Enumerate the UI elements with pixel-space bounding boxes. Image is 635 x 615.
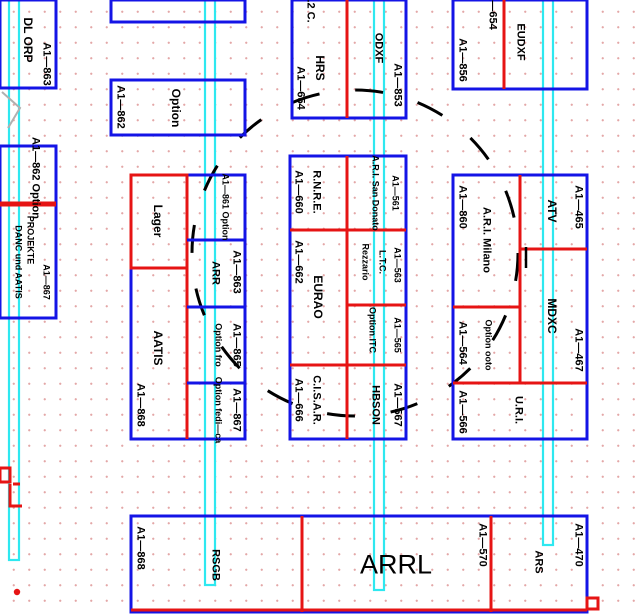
booth-eudxf bbox=[451, 0, 589, 91]
label-projekte: PROJEKTE bbox=[25, 215, 36, 265]
label-rsgb: RSGB bbox=[209, 549, 222, 581]
label-lrc: L.T.C. bbox=[377, 250, 388, 274]
label-a1-467: A1—467 bbox=[572, 328, 585, 372]
label-a1-861-option: A1—861 Option bbox=[220, 173, 231, 241]
label-a1-666: A1—666 bbox=[292, 378, 305, 422]
corridor-a bbox=[203, 0, 217, 587]
label-hbson: HBSON bbox=[369, 385, 382, 425]
label-rezzario: Rezzario bbox=[360, 243, 371, 281]
corridor-left bbox=[7, 0, 21, 562]
label-a1-566: A1—566 bbox=[456, 390, 469, 434]
label-a1-868: A1—868 bbox=[134, 383, 147, 427]
booth-hrs-odxf bbox=[290, 0, 408, 120]
label-a1-567: A1—567 bbox=[391, 383, 404, 427]
label-lager: Lager bbox=[151, 204, 165, 238]
label-option-ooto: Option ooto bbox=[483, 319, 494, 371]
label-a1-863b: A1—863 bbox=[230, 250, 243, 294]
label-hrs-top: ...2 C. bbox=[304, 0, 317, 23]
booth-bottom bbox=[129, 514, 589, 614]
label-option-itc: Option ITC bbox=[367, 307, 378, 353]
label-dl-orp: DL ORP bbox=[21, 17, 35, 63]
label-a1-860: A1—860 bbox=[456, 185, 469, 229]
label-a1-470: A1—470 bbox=[572, 523, 585, 567]
label-aatis: AATIS bbox=[151, 330, 165, 366]
label-odxf: ODXF bbox=[372, 32, 385, 64]
label-arrl: ARRL bbox=[359, 549, 433, 580]
red-marker bbox=[13, 588, 21, 596]
label-ari-milano: A.R.I. Milano bbox=[480, 207, 493, 273]
label-a1-867b: A1—867 bbox=[230, 388, 243, 432]
label-eurao: EURAO bbox=[311, 275, 325, 319]
label-a1-662: A1—662 bbox=[292, 240, 305, 284]
label-eudxf: EUDXF bbox=[514, 23, 527, 61]
label-a1-565: A1—565 bbox=[392, 317, 403, 353]
label-option-fro: Option fro bbox=[213, 323, 224, 367]
label-uri: U.R.I. bbox=[512, 395, 525, 425]
corridor-lines bbox=[7, 0, 555, 592]
label-danc-aatis: DANC und AATIS bbox=[13, 225, 24, 299]
booth-left-mid bbox=[0, 144, 58, 320]
label-hrs: HRS bbox=[313, 55, 327, 81]
label-cisar: C.I.S.A.R. bbox=[310, 375, 323, 425]
label-a1-465: A1—465 bbox=[572, 185, 585, 229]
label-a1-660: A1—660 bbox=[292, 170, 305, 214]
label-mdxc: MDXC bbox=[545, 298, 559, 334]
label-ars: ARS bbox=[532, 550, 545, 574]
booth-dl-orp bbox=[0, 0, 58, 90]
label-top-right-a: A1—654 bbox=[486, 0, 499, 30]
corridor-c bbox=[541, 0, 555, 547]
label-a1-853: A1—853 bbox=[391, 63, 404, 107]
booth-option bbox=[109, 78, 247, 137]
corridor-b bbox=[372, 0, 386, 592]
label-option: Option bbox=[169, 88, 183, 128]
label-a1-561: A1—561 bbox=[390, 175, 401, 211]
label-a1-863: A1—863 bbox=[40, 42, 53, 86]
label-a1-564: A1—564 bbox=[456, 321, 469, 365]
label-a1-856: A1—856 bbox=[456, 38, 469, 82]
label-a1-867-left: A1—867 bbox=[41, 264, 52, 300]
label-a1-862: A1—862 bbox=[114, 85, 127, 129]
label-a1-654: A1—654 bbox=[294, 66, 307, 110]
label-option-fedi: Option fedi—ca bbox=[213, 376, 224, 444]
booth-top-860 bbox=[109, 0, 247, 24]
label-arr: ARR bbox=[209, 261, 222, 285]
label-rnre: R.N.R.E. bbox=[310, 170, 323, 214]
label-atv: ATV bbox=[545, 199, 559, 223]
label-a1-570: A1—570 bbox=[476, 523, 489, 567]
label-left-option: A1—862 Option bbox=[29, 137, 42, 219]
label-a1-563: A1—563 bbox=[392, 247, 403, 283]
label-a1-865: A1—865 bbox=[230, 323, 243, 367]
label-a1-868-bottom: A1—868 bbox=[134, 526, 147, 570]
label-ari-sandonato: A.R.I. San Donato bbox=[370, 155, 381, 231]
dashed-circle bbox=[190, 88, 520, 418]
